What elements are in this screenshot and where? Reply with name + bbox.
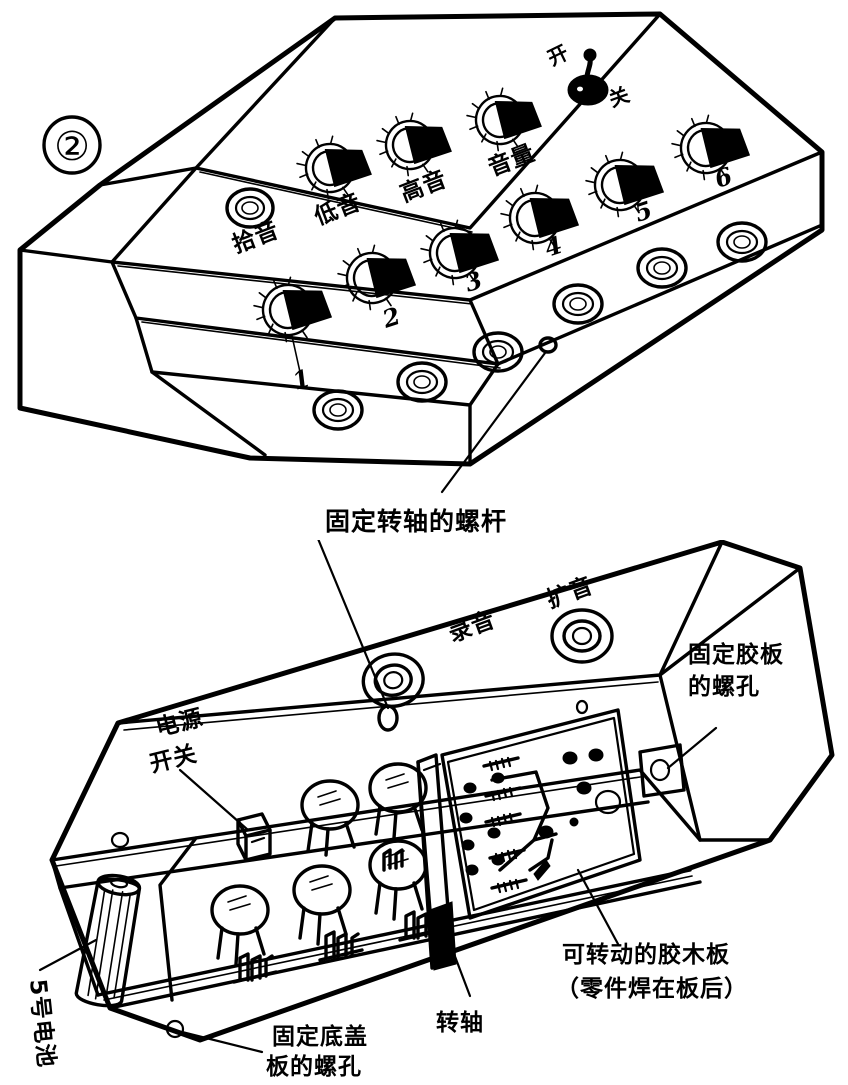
knob-1[interactable] [251,272,334,345]
figure-number: ② [42,115,102,175]
label-bakelite-line1: 可转动的胶木板 [562,941,730,968]
terminal-strip-2 [318,930,364,962]
label-cover-hole-line2: 板的螺孔 [266,1053,362,1080]
label-cover-hole-line1: 固定底盖 [272,1023,368,1050]
knob-treble[interactable] [374,109,454,179]
knob-number-3: 3 [461,265,486,298]
knob-number-6: 6 [711,161,736,194]
hole-left-mid [110,831,130,849]
bottom-view-drawing: 录音 扩音 固定胶板 的螺孔 电源 开关 5号电池 转轴 可转动的胶木板 （零件… [24,540,835,1080]
toggle-switch[interactable] [567,48,609,106]
label-record: 录音 [445,606,499,648]
front-nut-2 [396,361,448,403]
shaft-screw-hole-bottom [377,704,399,732]
panel-face-lines [18,12,824,466]
knob-volume[interactable] [464,84,544,154]
transistor-5 [368,762,428,840]
jack-record[interactable] [359,649,427,711]
transistor-4 [300,779,360,857]
board-components [482,756,622,894]
power-switch-block[interactable] [236,812,272,862]
terminal-strip-1 [232,952,278,984]
label-switch-off: 关 [606,82,634,112]
knob-6[interactable] [669,110,752,183]
small-hole-right [575,699,589,715]
shaft-screw-hole [538,336,558,354]
caption-shaft-screw-text: 固定转轴的螺杆 [325,507,508,536]
label-rubber-plate-hole-line2: 的螺孔 [688,673,760,700]
callout-lines-bottom [38,540,718,1054]
label-shaft: 转轴 [436,1009,484,1036]
front-nut-1 [312,389,364,431]
figure-number-text: ② [54,124,90,170]
chassis-top-outline [17,11,825,467]
knob-number-5: 5 [631,195,656,228]
knob-5[interactable] [583,147,666,220]
knob-number-4: 4 [541,230,566,263]
label-bakelite-line2: （零件焊在板后） [556,975,748,1002]
knob-leader-lines [291,335,301,373]
front-nut-6 [716,221,768,263]
front-nut-5 [636,247,688,289]
label-treble: 高音 [396,165,450,207]
bakelite-board [440,708,642,920]
label-amplify: 扩音 [543,572,597,614]
terminal-strip-4 [382,848,404,872]
knob-number-1: 1 [289,363,314,396]
label-switch-on: 开 [544,40,573,71]
front-nut-3 [472,331,524,373]
label-volume: 音量 [484,139,538,181]
label-battery: 5号电池 [24,978,59,1069]
knob-number-2: 2 [378,301,404,334]
rubber-plate-screw-hole [638,743,686,798]
knob-bass[interactable] [294,132,374,202]
knob-4[interactable] [498,180,581,253]
transistor-1 [210,884,270,966]
rotating-shaft [416,753,457,971]
knob-2[interactable] [335,240,418,313]
chassis-bottom-outline [49,540,835,1043]
top-view-drawing: ② [17,11,825,494]
knob-3[interactable] [418,215,501,288]
label-power-switch-line2: 开关 [147,740,200,778]
jack-amplify[interactable] [550,608,614,664]
callout-line-shaft-screw [440,351,547,494]
transistor-2 [292,864,352,946]
label-rubber-plate-hole-line1: 固定胶板 [688,641,784,668]
front-nut-4 [552,283,604,325]
caption-shaft-screw-top: 固定转轴的螺杆 [325,502,507,538]
nut-pickup [225,187,275,229]
bottom-cover-screw-hole [165,1019,185,1039]
battery [74,873,142,1008]
